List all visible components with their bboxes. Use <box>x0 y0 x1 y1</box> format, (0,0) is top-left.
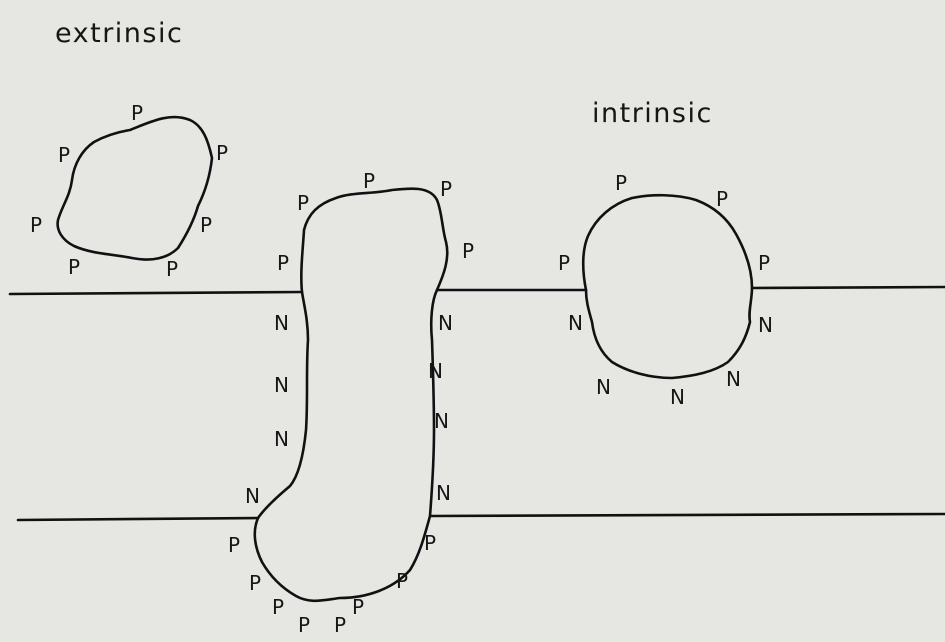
polar-label: P <box>424 531 436 555</box>
polar-label: P <box>758 251 770 275</box>
nonpolar-label: N <box>758 313 773 337</box>
polar-label: P <box>166 257 178 281</box>
extrinsic-protein <box>58 117 212 259</box>
polar-label: P <box>249 571 261 595</box>
nonpolar-label: N <box>436 481 451 505</box>
polar-label: P <box>200 213 212 237</box>
extrinsic-label: extrinsic <box>55 18 183 49</box>
nonpolar-label: N <box>670 385 685 409</box>
polar-label: P <box>228 533 240 557</box>
polar-label: P <box>216 141 228 165</box>
transmembrane-polar-labels-bottom: P P P P P P P P <box>228 531 436 637</box>
membrane-lower-line <box>18 514 945 520</box>
nonpolar-label: N <box>428 359 443 383</box>
nonpolar-label: N <box>438 311 453 335</box>
nonpolar-label: N <box>596 375 611 399</box>
polar-label: P <box>277 251 289 275</box>
intrinsic-label: intrinsic <box>592 98 713 129</box>
nonpolar-label: N <box>274 427 289 451</box>
polar-label: P <box>131 101 143 125</box>
polar-label: P <box>352 595 364 619</box>
polar-label: P <box>396 569 408 593</box>
polar-label: P <box>462 239 474 263</box>
nonpolar-label: N <box>274 373 289 397</box>
nonpolar-label: N <box>274 311 289 335</box>
polar-label: P <box>297 191 309 215</box>
intrinsic-polar-labels: P P P P <box>558 171 770 275</box>
nonpolar-label: N <box>726 367 741 391</box>
nonpolar-label: N <box>245 484 260 508</box>
nonpolar-label: N <box>568 311 583 335</box>
membrane-upper-line <box>10 287 945 294</box>
polar-label: P <box>68 255 80 279</box>
polar-label: P <box>440 177 452 201</box>
polar-label: P <box>363 169 375 193</box>
extrinsic-polar-labels: P P P P P P P <box>30 101 228 281</box>
polar-label: P <box>58 143 70 167</box>
polar-label: P <box>298 613 310 637</box>
intrinsic-protein <box>583 195 752 378</box>
polar-label: P <box>558 251 570 275</box>
transmembrane-nonpolar-labels-left: N N N N <box>245 311 289 508</box>
polar-label: P <box>716 187 728 211</box>
polar-label: P <box>30 213 42 237</box>
intrinsic-nonpolar-labels: N N N N N <box>568 311 773 409</box>
polar-label: P <box>334 613 346 637</box>
nonpolar-label: N <box>434 409 449 433</box>
polar-label: P <box>615 171 627 195</box>
polar-label: P <box>272 595 284 619</box>
